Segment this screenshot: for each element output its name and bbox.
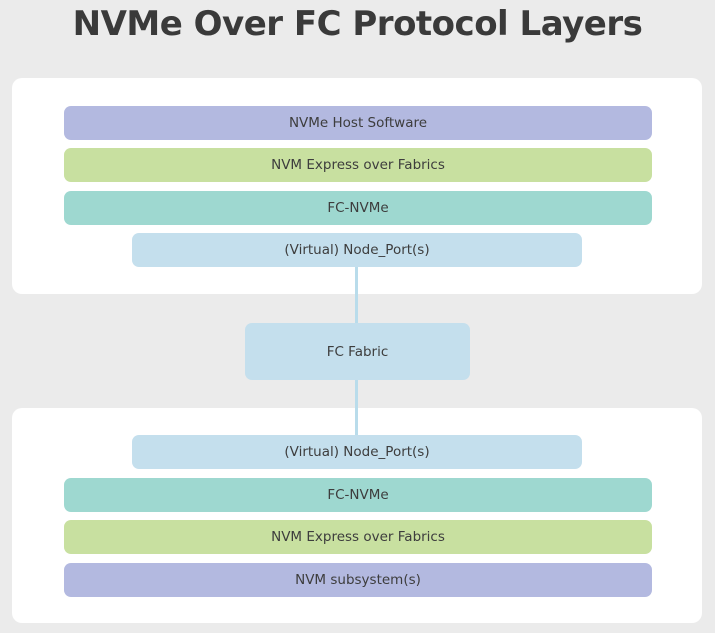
layer-target-nvm-express-over-fabrics: NVM Express over Fabrics: [64, 520, 652, 554]
diagram-title: NVMe Over FC Protocol Layers: [72, 4, 643, 44]
layer-target-nvm-subsystems: NVM subsystem(s): [64, 563, 652, 597]
layer-host-nvme-host-software: NVMe Host Software: [64, 106, 652, 140]
layer-host-node-port: (Virtual) Node_Port(s): [132, 233, 582, 267]
connector-top: [355, 267, 358, 323]
layer-host-nvm-express-over-fabrics: NVM Express over Fabrics: [64, 148, 652, 182]
fc-fabric-box: FC Fabric: [245, 323, 470, 380]
layer-host-fc-nvme: FC-NVMe: [64, 191, 652, 225]
layer-target-fc-nvme: FC-NVMe: [64, 478, 652, 512]
connector-bottom: [355, 380, 358, 436]
layer-target-node-port: (Virtual) Node_Port(s): [132, 435, 582, 469]
